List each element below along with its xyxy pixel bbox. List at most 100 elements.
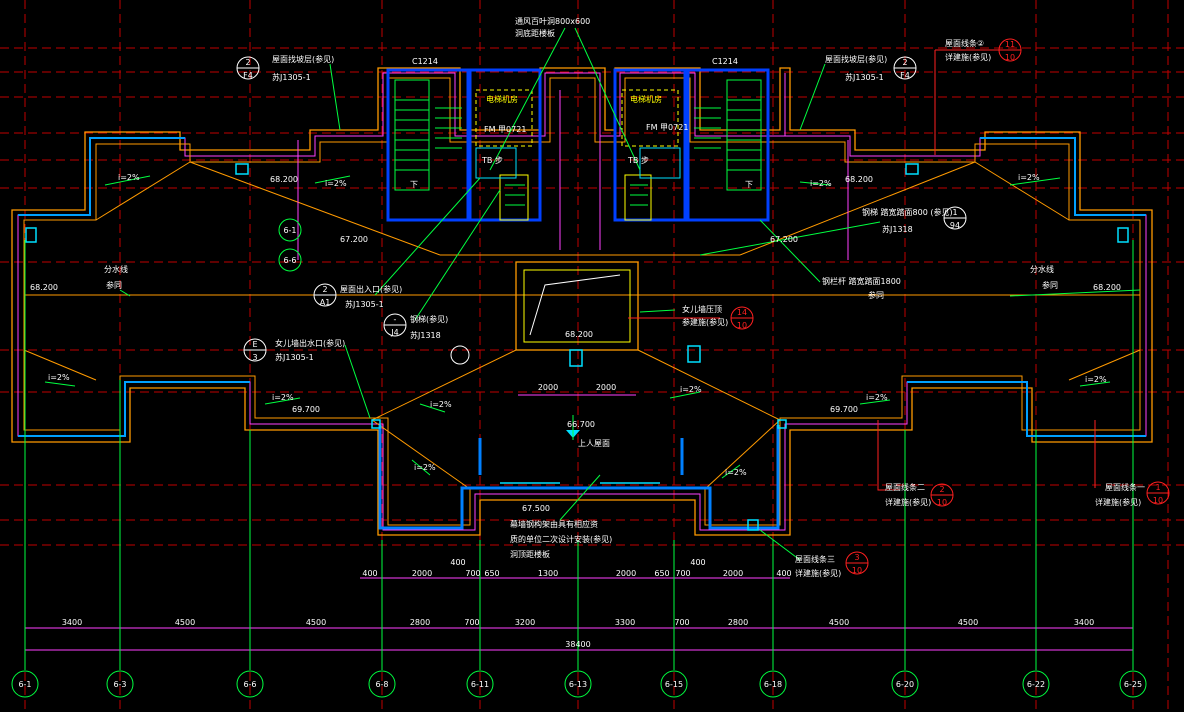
axis-label-6-25: 6-25	[1124, 680, 1142, 689]
c1214-right: C1214	[712, 57, 738, 66]
divider-left: 分水线	[104, 264, 128, 274]
dim-7: 700	[674, 618, 689, 627]
dim-0: 3400	[62, 618, 82, 627]
bubble-j4-top: -	[394, 315, 397, 324]
slope-4: i=2%	[1018, 173, 1040, 182]
note-bottom-2: 质的单位二次设计安装(参见)	[510, 534, 612, 544]
parapet-2: 参建施(参见)	[682, 317, 728, 327]
note-bottom-3: 洞顶距楼板	[510, 549, 550, 559]
dim-4: 700	[464, 618, 479, 627]
bubble-f4-left-top: 2	[245, 58, 250, 67]
bubble-red-2-a: 2	[939, 485, 944, 494]
slope-1: i=2%	[118, 173, 140, 182]
bubble-red-3-a: 3	[854, 553, 859, 562]
dim-2: 4500	[306, 618, 326, 627]
dim-8: 2800	[728, 618, 748, 627]
axis-label-6-6: 6-6	[243, 680, 256, 689]
elev-left-edge: 68.200	[30, 283, 58, 292]
dim-1: 4500	[175, 618, 195, 627]
bubble-red-mid-a: 14	[737, 308, 747, 317]
bubble-6-1: 6-1	[283, 226, 296, 235]
ridge-left-code: 苏J1305-1	[345, 299, 384, 309]
subdim-11: 400	[776, 569, 791, 578]
elev-center-box: 68.200	[565, 330, 593, 339]
ridge-lines	[23, 161, 1141, 490]
divider-right-2: 参同	[1042, 280, 1058, 290]
leader-lines	[119, 27, 1141, 561]
axis-label-6-1: 6-1	[18, 680, 31, 689]
parapet-inner	[17, 72, 1147, 531]
axis-bubbles	[11, 218, 1147, 698]
dim-5: 3200	[515, 618, 535, 627]
bubble-red-mid-b: 10	[737, 321, 747, 330]
divider-mid: 参同	[868, 290, 884, 300]
text-layer: 6-1 6-3 6-6 6-8 6-11 6-13 6-15 6-18 6-20…	[18, 16, 1163, 689]
steel-ladder: 钢梯(参见)	[410, 314, 448, 324]
overall-dim: 38400	[565, 640, 590, 649]
elev-right-mid: 67.200	[770, 235, 798, 244]
subdim-3: 700	[465, 569, 480, 578]
line1-b: 详建施(参见)	[1095, 497, 1141, 507]
bubble-red-2-b: 10	[937, 498, 947, 507]
tb-right: TB 步	[627, 156, 649, 165]
top-far-right: 屋面线条②	[945, 38, 984, 48]
elev-roof: 66.700	[567, 420, 595, 429]
top-left-ref: 屋面找坡层(参见)	[272, 54, 334, 64]
red-bubbles	[730, 38, 1170, 575]
right-stair-code: 苏J1318	[882, 224, 913, 234]
stair-down-right: 下	[745, 180, 753, 189]
slope-6: i=2%	[1085, 375, 1107, 384]
note-bottom-1: 幕墙钢构架由具有相应资	[510, 519, 598, 529]
detail-bubbles	[236, 56, 967, 365]
middim-1: 2000	[596, 383, 616, 392]
slope-5: i=2%	[48, 373, 70, 382]
bubble-red-3-b: 10	[852, 566, 862, 575]
stair-down-left: 下	[410, 180, 418, 189]
subdim-7: 650	[654, 569, 669, 578]
dim-9: 4500	[829, 618, 849, 627]
slope-8: i=2%	[866, 393, 888, 402]
drains	[25, 163, 1129, 531]
slope-2: i=2%	[325, 179, 347, 188]
subdim-4: 650	[484, 569, 499, 578]
slope-9: i=2%	[430, 400, 452, 409]
elev-left-top: 68.200	[270, 175, 298, 184]
room-left: 电梯机房	[486, 94, 518, 104]
subdim-8: 700	[675, 569, 690, 578]
bubble-6-6: 6-6	[283, 256, 296, 265]
tb-left: TB 步	[481, 156, 503, 165]
elev-left-mid: 67.200	[340, 235, 368, 244]
line3: 屋面线条三	[795, 554, 835, 564]
slope-10: i=2%	[680, 385, 702, 394]
axis-label-6-20: 6-20	[896, 680, 914, 689]
axis-label-6-11: 6-11	[471, 680, 489, 689]
subdim-2: 400	[450, 558, 465, 567]
axis-label-6-13: 6-13	[569, 680, 587, 689]
dim-10: 4500	[958, 618, 978, 627]
roof-marker	[566, 415, 580, 440]
side-walls	[18, 137, 1146, 437]
steel-ladder-code: 苏J1318	[410, 330, 441, 340]
middim-0: 2000	[538, 383, 558, 392]
parapet-outline	[11, 67, 1153, 536]
bubble-a1-bot: A1	[320, 298, 331, 307]
axis-label-6-22: 6-22	[1027, 680, 1045, 689]
fm-left: FM 甲0721	[484, 125, 526, 134]
dim-11: 3400	[1074, 618, 1094, 627]
axis-label-6-18: 6-18	[764, 680, 782, 689]
bubble-j4-bot: J4	[390, 328, 398, 337]
subdim-5: 1300	[538, 569, 558, 578]
room-right: 电梯机房	[630, 94, 662, 104]
axis-lines	[24, 240, 1134, 670]
fm-right: FM 甲0721	[646, 123, 688, 132]
slope-arrows	[44, 175, 1111, 479]
parapet-inner-2	[23, 77, 1141, 526]
line1: 屋面线条一	[1105, 482, 1145, 492]
bubble-red-top-a: 11	[1005, 40, 1015, 49]
lower-wing-walls	[378, 425, 780, 530]
dimension-lines	[25, 90, 1133, 651]
elev-bottom: 67.500	[522, 504, 550, 513]
bubble-a1-top: 2	[322, 285, 327, 294]
